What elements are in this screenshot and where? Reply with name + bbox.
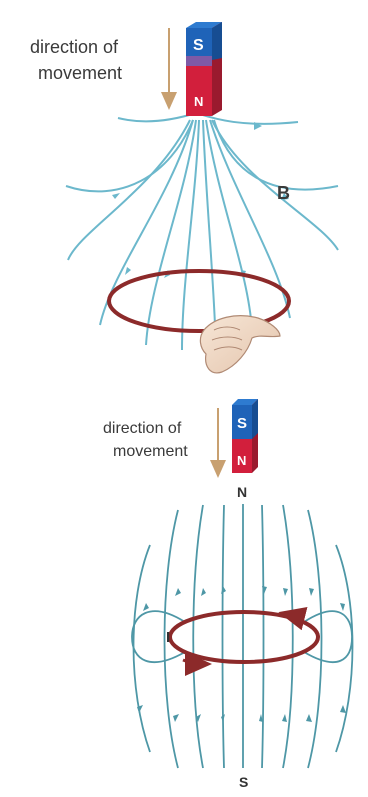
top-field-arrows [112,122,289,278]
bottom-field-arrow-15 [306,714,312,722]
pole-bottom-label-s: S [239,774,248,790]
top-field-arrow-4 [125,267,131,275]
top-field-arrow-2 [112,193,120,199]
field-loop-left [132,611,185,662]
bottom-coil [170,612,318,662]
field-line-r2 [283,505,293,768]
bottom-magnet: S N [232,399,258,473]
bottom-field-arrow-8 [340,603,345,611]
bottom-field-arrow-6 [283,588,288,596]
top-direction-label-line1: direction of [30,37,119,57]
field-line-top-4 [100,120,193,325]
right-hand-icon [200,316,280,373]
field-label-b: B [277,183,290,203]
bottom-magnet-south-label: S [237,415,247,432]
bottom-direction-label-line2: movement [113,443,188,460]
bottom-panel: direction of movement S N N [103,399,353,790]
field-line-top-7 [203,120,216,350]
field-line-l1 [223,505,225,768]
top-panel: direction of movement B [30,22,338,373]
bottom-field-arrow-10 [173,714,179,722]
field-line-l2 [193,505,203,768]
current-label-i: I [166,629,170,646]
field-line-top-5 [146,120,196,345]
bottom-field-arrow-14 [282,714,287,722]
bottom-field-arrow-7 [309,588,314,596]
field-line-top-2 [66,120,193,191]
bottom-field-arrow-16 [340,705,346,713]
field-line-l4 [134,545,151,752]
bottom-magnet-north-label: N [237,453,246,468]
pole-top-label-n: N [237,484,247,500]
bottom-field-arrow-1 [143,603,149,611]
bottom-direction-label-line1: direction of [103,420,182,437]
top-magnet: S N [186,22,222,116]
field-loop-right [304,611,352,662]
bottom-field-arrows [137,586,346,722]
bottom-field-arrow-2 [175,588,181,596]
top-magnet-blend [186,56,212,66]
top-field-lines [66,113,338,350]
top-direction-label-line2: movement [38,63,122,83]
top-magnet-north-label: N [194,94,203,109]
top-magnet-south-label: S [193,37,204,54]
field-line-r1 [262,505,264,768]
coil-arrow-front [183,660,200,664]
bottom-field-arrow-3 [201,588,206,596]
